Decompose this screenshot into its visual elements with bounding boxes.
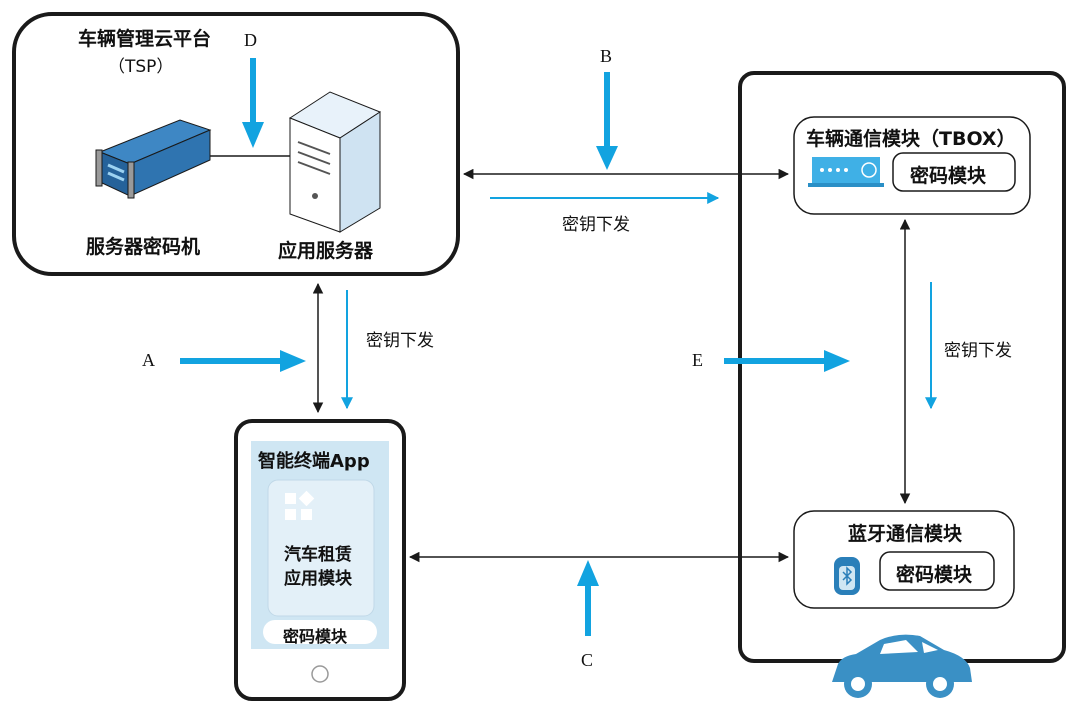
key-dist-label-left: 密钥下发: [366, 331, 434, 351]
app-server-icon: [288, 91, 382, 233]
marker-label-b: B: [600, 46, 613, 66]
bt-title: 蓝牙通信模块: [848, 523, 963, 545]
bt-crypto-label: 密码模块: [896, 564, 973, 586]
hsm-label: 服务器密码机: [86, 236, 201, 258]
marker-label-a: A: [142, 350, 155, 370]
tsp-platform-box: [12, 12, 460, 276]
marker-arrow-b: [596, 72, 618, 170]
marker-arrow-a: [180, 350, 306, 372]
bluetooth-icon: [834, 557, 860, 595]
phone-app-module-line1: 汽车租赁: [284, 545, 352, 565]
key-dist-label-right: 密钥下发: [944, 341, 1012, 361]
phone-home-button: [311, 665, 329, 683]
tbox-device-icon: [808, 157, 884, 187]
car-icon: [832, 634, 972, 698]
bt-crypto-box: [879, 551, 995, 591]
phone-crypto-label: 密码模块: [283, 627, 348, 646]
tbox-crypto-label: 密码模块: [910, 165, 987, 187]
phone-crypto-pill: [263, 620, 377, 644]
marker-arrow-e: [724, 350, 850, 372]
marker-label-d: D: [244, 30, 257, 50]
phone-title: 智能终端App: [258, 451, 370, 472]
marker-arrow-d: [242, 58, 264, 148]
key-dist-label-top: 密钥下发: [562, 215, 630, 235]
marker-label-c: C: [581, 650, 594, 670]
tbox-title: 车辆通信模块（TBOX）: [806, 128, 1016, 150]
tbox-crypto-box: [892, 152, 1016, 192]
marker-label-e: E: [692, 350, 703, 370]
tsp-title: 车辆管理云平台: [78, 28, 212, 50]
marker-arrow-c: [577, 560, 599, 636]
hsm-icon: [95, 119, 212, 199]
phone-app-module-line2: 应用模块: [284, 569, 352, 589]
app-server-label: 应用服务器: [278, 240, 374, 262]
tsp-subtitle: （TSP）: [108, 57, 174, 77]
